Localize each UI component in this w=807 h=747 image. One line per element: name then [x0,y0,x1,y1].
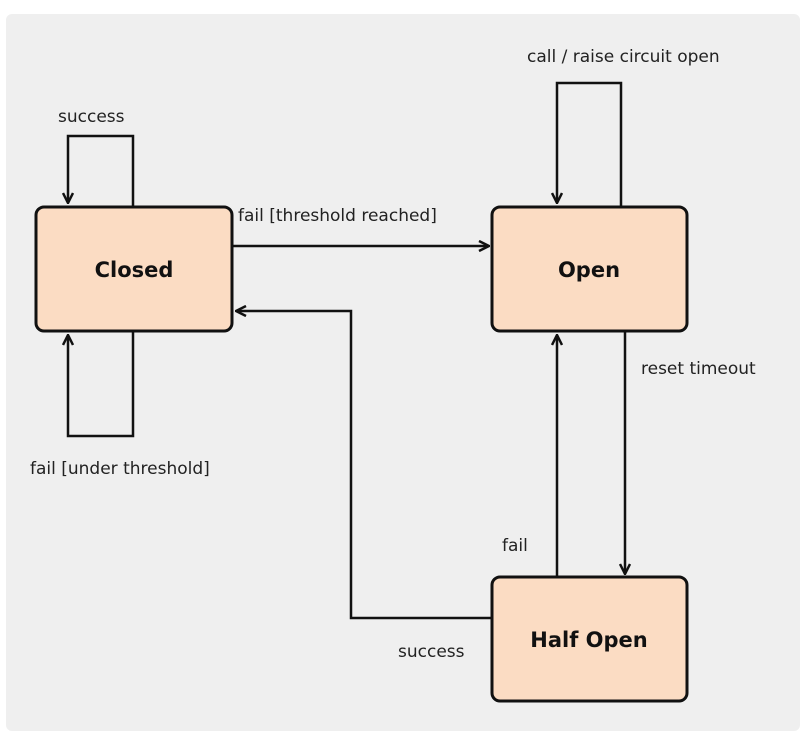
label-half-open-fail: fail [502,536,528,556]
state-closed: Closed [34,205,234,333]
label-closed-success: success [58,107,125,127]
label-reset-timeout: reset timeout [641,359,756,379]
label-open-self: call / raise circuit open [527,47,720,67]
edge-closed-fail-under-loop [68,330,135,438]
state-open-label: Open [558,258,620,282]
edge-closed-success-loop [68,134,135,207]
label-half-open-success: success [398,642,465,662]
edge-half-open-to-closed [236,311,492,620]
label-closed-fail-under: fail [under threshold] [30,459,210,479]
state-half-open: Half Open [490,575,689,703]
edge-open-self-loop [557,81,623,207]
label-closed-to-open: fail [threshold reached] [238,206,437,226]
state-closed-label: Closed [95,258,174,282]
state-half-open-label: Half Open [530,628,647,652]
state-open: Open [490,205,689,333]
